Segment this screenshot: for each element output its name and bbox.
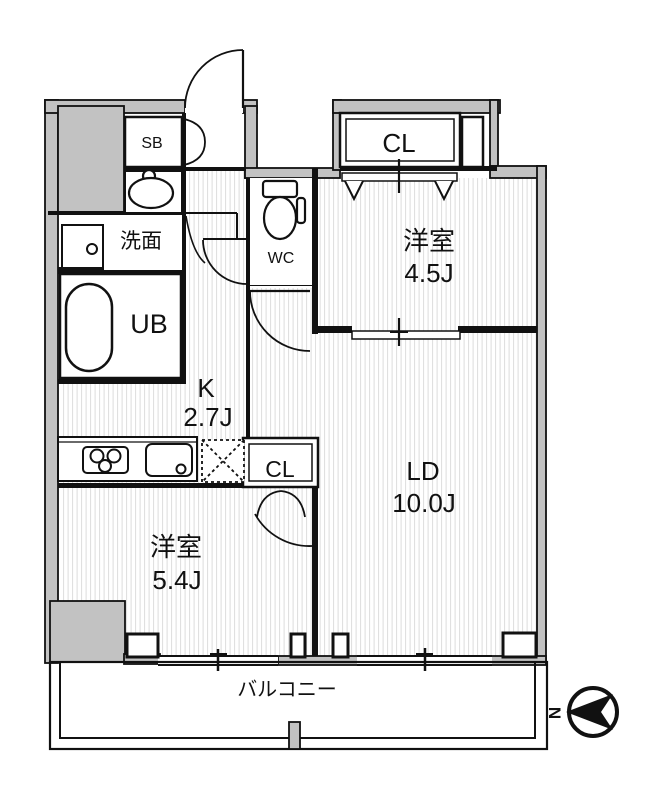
label-closet-mid: CL <box>265 456 295 482</box>
window-bedroom54 <box>158 649 278 671</box>
compass-needle <box>566 694 613 730</box>
wall-washroom-top <box>48 211 182 215</box>
toilet-icon <box>261 179 307 241</box>
folding-door-v1 <box>344 180 364 202</box>
pillar-top-left <box>57 105 125 215</box>
room-labels: SB 洗面 UB WC CL 洋室 4.5J K 2.7J CL LD 10.0… <box>120 128 456 701</box>
washing-machine-faucet-icon <box>86 243 98 255</box>
bedroom54-door-arc <box>254 513 313 547</box>
balcony <box>48 660 549 751</box>
shoe-box-door-arc-2 <box>183 141 206 166</box>
window-jamb-2 <box>289 632 307 659</box>
room-floors <box>60 170 537 656</box>
entrance-door-arc <box>184 49 244 109</box>
closet-mid-door-arc-2 <box>280 490 306 518</box>
windows <box>125 631 538 671</box>
washroom-door-arc <box>185 215 206 264</box>
label-kitchen-size: 2.7J <box>183 402 232 432</box>
window-jamb-4 <box>501 631 538 659</box>
label-bedroom-54-size: 5.4J <box>152 565 201 595</box>
wall-bedroom45-ld-left <box>316 326 352 333</box>
label-toilet: WC <box>268 250 295 267</box>
washbasin-icon <box>127 168 175 210</box>
wall-bedroom45-ld-right <box>458 326 537 333</box>
fixtures <box>57 111 485 489</box>
wall-ub-bottom <box>58 379 182 384</box>
wall-ub-top <box>58 270 182 274</box>
pillar-bottom-left <box>49 600 126 663</box>
label-closet-top: CL <box>382 128 415 158</box>
wall-left <box>44 99 59 664</box>
label-living-dining: LD <box>406 456 439 486</box>
balcony-divider <box>288 721 301 750</box>
label-bedroom-45-size: 4.5J <box>404 258 453 288</box>
wall-sb-bottom <box>124 167 246 171</box>
label-unit-bath: UB <box>130 309 168 339</box>
window-jamb-3 <box>331 632 350 659</box>
closet-mid-inner <box>248 443 313 482</box>
stove-icon <box>82 446 129 474</box>
closet-top-inner <box>345 118 455 162</box>
label-bedroom-54: 洋室 <box>150 532 202 562</box>
wall-right <box>536 165 547 664</box>
label-balcony: バルコニー <box>237 679 337 701</box>
shoe-box-door-arc-1 <box>183 118 206 143</box>
folding-door-v2 <box>434 180 454 202</box>
label-washroom: 洗面 <box>120 230 162 253</box>
wall-corridor-ld <box>246 291 250 438</box>
kitchen-sink-icon <box>145 443 193 477</box>
duct-box <box>460 115 485 169</box>
floor-ld-alcove <box>250 288 316 438</box>
floor-bedroom-45 <box>318 178 537 330</box>
wall-cl-bump-right <box>489 99 499 167</box>
wall-cl-top-bottom <box>340 166 497 171</box>
wall-kitchen-bedroom54 <box>58 483 312 488</box>
bathtub-icon <box>64 282 114 373</box>
compass-icon: N <box>545 686 619 738</box>
entrance-opening <box>185 100 243 113</box>
wc-door-arc <box>249 290 311 352</box>
hall-door-arc <box>202 239 248 285</box>
wall-washroom-right <box>182 113 186 384</box>
label-living-dining-size: 10.0J <box>392 488 456 518</box>
outer-walls <box>44 99 547 666</box>
shoe-box <box>123 115 184 169</box>
sliding-doors <box>341 159 461 346</box>
closet-mid-door-arc-1 <box>256 490 282 518</box>
refrigerator-space <box>201 439 245 483</box>
compass-north-label: N <box>545 707 564 719</box>
label-kitchen: K <box>197 373 215 403</box>
wall-entry-step-h <box>244 167 341 179</box>
window-jamb-1 <box>125 632 160 659</box>
label-shoe-box: SB <box>141 135 162 152</box>
window-living-dining <box>357 648 492 671</box>
wall-top-right <box>332 99 501 114</box>
wall-bedroom54-ld <box>312 487 318 656</box>
label-bedroom-45: 洋室 <box>403 226 455 256</box>
wall-wc-left <box>246 178 250 291</box>
doors <box>183 49 313 547</box>
floor-living-dining <box>318 330 537 656</box>
interior-walls <box>48 113 537 656</box>
wall-wc-right <box>312 168 318 334</box>
